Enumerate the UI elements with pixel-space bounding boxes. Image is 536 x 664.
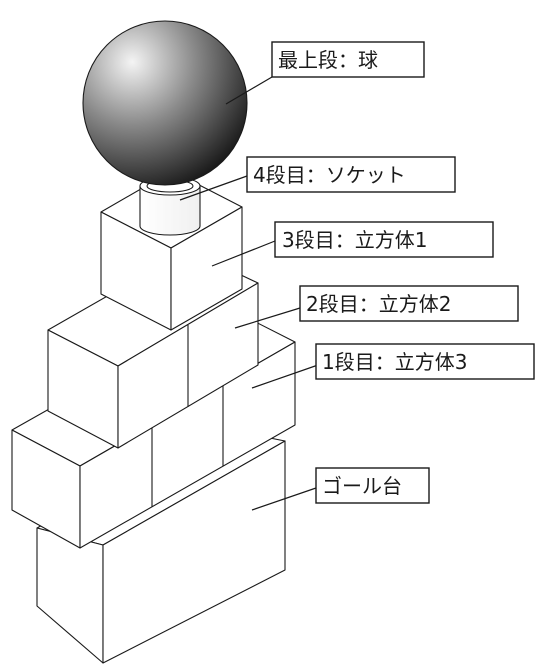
label-cube1-box <box>274 221 494 258</box>
label-goal-base-box <box>315 467 430 504</box>
label-top-ball-text: 最上段：球 <box>278 48 378 72</box>
label-socket: 4段目：ソケット <box>246 156 456 193</box>
label-cube3-box <box>315 343 535 380</box>
label-goal-base: ゴール台 <box>315 467 430 504</box>
leader-top-ball <box>225 76 273 105</box>
goal-base-right-face <box>102 440 286 664</box>
label-cube2-text: 2段目：立方体2 <box>306 292 451 316</box>
label-socket-box <box>246 156 456 193</box>
label-cube1-text: 3段目：立方体1 <box>282 228 427 252</box>
leader-cube3 <box>251 364 319 389</box>
label-top-ball-box <box>271 41 425 78</box>
leader-goal-base <box>251 487 317 511</box>
tier3-right-face <box>170 206 243 331</box>
label-cube3-text: 1段目：立方体3 <box>322 350 467 374</box>
label-cube2-box <box>299 285 519 322</box>
label-top-ball: 最上段：球 <box>271 41 425 78</box>
label-socket-text: 4段目：ソケット <box>253 163 406 187</box>
tier4-socket <box>139 176 201 236</box>
leader-cube2 <box>234 307 301 329</box>
label-cube3: 1段目：立方体3 <box>315 343 535 380</box>
label-cube1: 3段目：立方体1 <box>274 221 494 258</box>
label-goal-base-text: ゴール台 <box>322 474 402 498</box>
top-sphere <box>82 20 248 186</box>
leader-cube1 <box>211 240 276 267</box>
label-cube2: 2段目：立方体2 <box>299 285 519 322</box>
leader-socket <box>179 175 248 201</box>
goal-base-left-face <box>36 527 104 664</box>
